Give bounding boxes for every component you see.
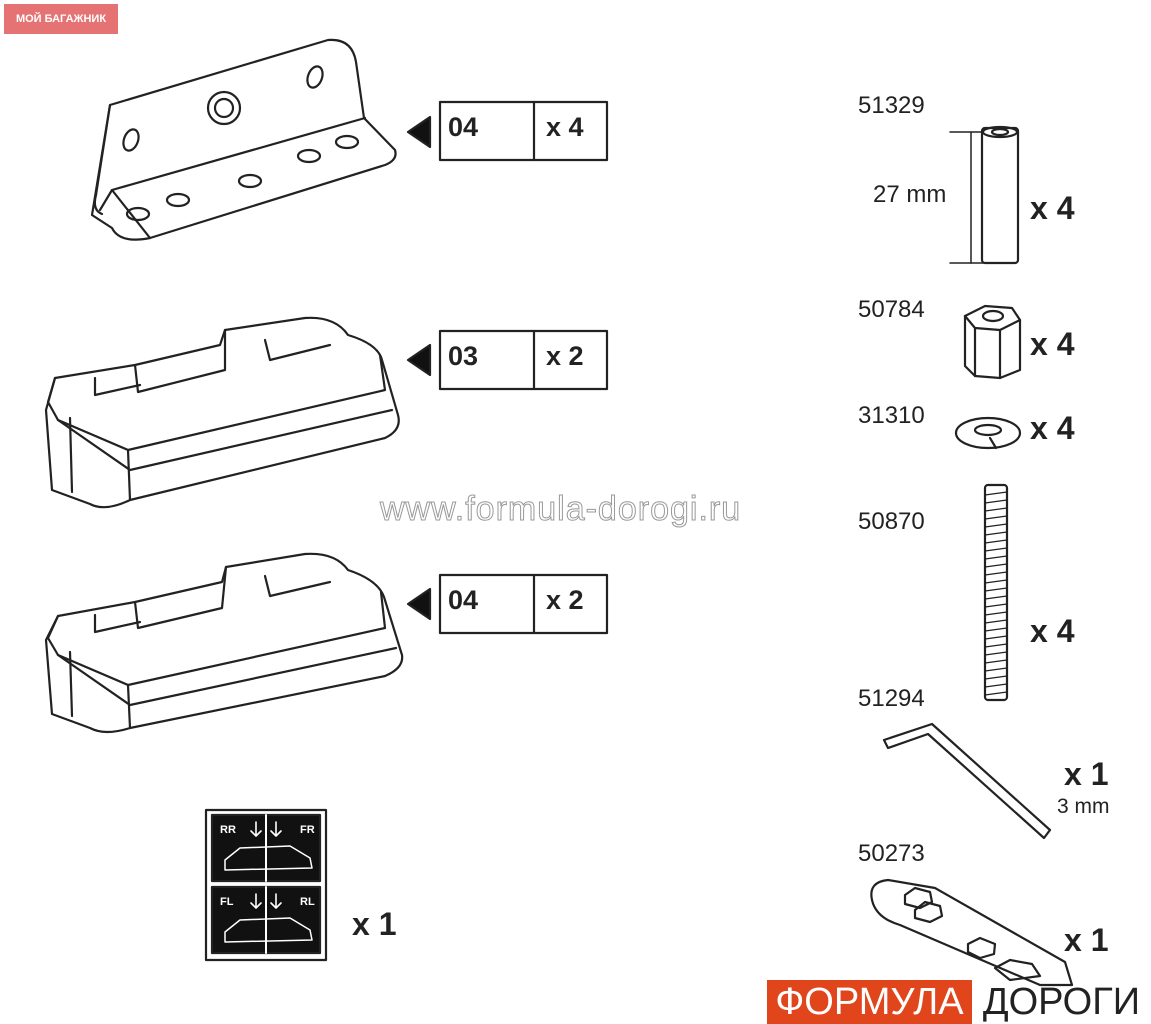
mounting-bracket-drawing (90, 38, 397, 241)
foot-pad-04-drawing (44, 552, 404, 734)
foot-pad-03-drawing (44, 316, 400, 509)
code-box-2 (406, 329, 609, 391)
part-code: 03 (448, 341, 479, 371)
spacer-tube-51329-drawing (949, 125, 1020, 265)
part-quantity: x 4 (546, 112, 584, 142)
part-dimension: 27 mm (873, 181, 947, 208)
part-number: 50273 (858, 840, 925, 867)
part-quantity: x 1 (1064, 922, 1109, 958)
part-number: 50784 (858, 296, 925, 323)
hex-nut-50784-drawing (963, 304, 1022, 380)
part-quantity: x 1 (1064, 756, 1109, 792)
part-quantity: x 4 (1030, 613, 1075, 649)
part-quantity: x 2 (546, 585, 584, 615)
spring-washer-31310-drawing (954, 416, 1022, 450)
sticker-quantity: x 1 (352, 906, 397, 942)
watermark-url: www.formula-dorogi.ru (379, 490, 742, 529)
site-badge: МОЙ БАГАЖНИК (4, 4, 118, 34)
part-code: 04 (448, 112, 479, 142)
part-quantity: x 4 (1030, 190, 1075, 226)
part-number: 31310 (858, 402, 925, 429)
part-number: 50870 (858, 508, 925, 535)
brand-logo-red: ФОРМУЛА (767, 980, 972, 1024)
position-sticker-sheet (204, 808, 328, 962)
part-quantity: x 4 (1030, 410, 1075, 446)
wrench-50273-drawing (870, 878, 1074, 987)
part-dimension: 3 mm (1057, 795, 1110, 818)
part-number: 51329 (858, 92, 925, 119)
part-number: 51294 (858, 685, 925, 712)
part-quantity: x 4 (1030, 326, 1075, 362)
code-box-1 (406, 100, 609, 162)
threaded-rod-50870-drawing (983, 483, 1009, 702)
code-box-3 (406, 573, 609, 635)
hex-key-51294-drawing (882, 722, 1052, 840)
part-quantity: x 2 (546, 341, 584, 371)
part-code: 04 (448, 585, 479, 615)
brand-logo-black: ДОРОГИ (982, 980, 1141, 1023)
